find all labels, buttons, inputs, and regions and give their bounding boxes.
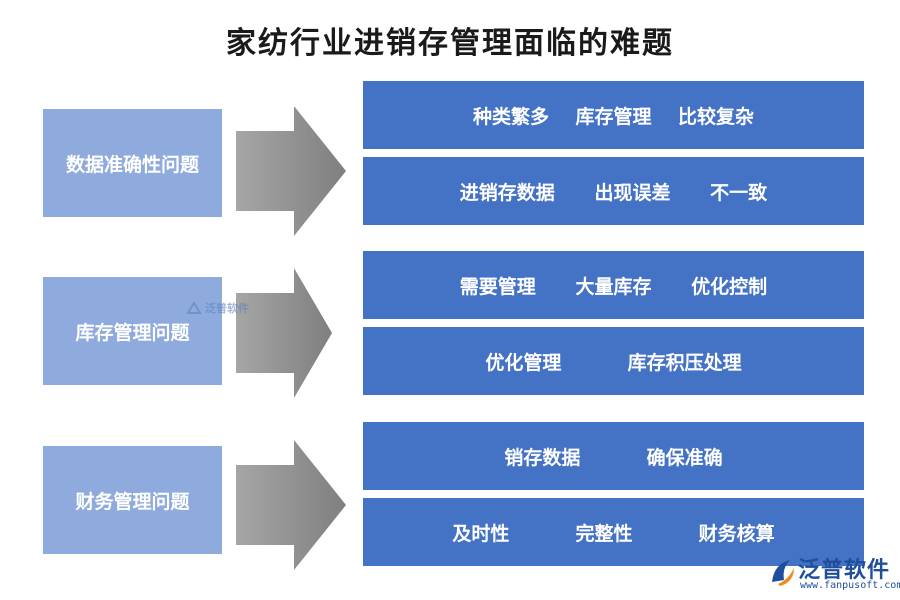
issue-box: 进销存数据 出现误差 不一致	[363, 157, 864, 225]
arrow-icon	[236, 440, 346, 570]
issue-text: 需要管理 大量库存 优化控制	[459, 275, 768, 298]
issue-box: 种类繁多 库存管理 比较复杂	[363, 81, 864, 149]
category-data-accuracy: 数据准确性问题	[43, 109, 222, 217]
issue-text: 种类繁多 库存管理 比较复杂	[473, 105, 754, 128]
watermark-text: 泛普软件	[205, 302, 249, 315]
issue-text: 进销存数据 出现误差 不一致	[459, 181, 768, 204]
issue-text: 及时性 完整性 财务核算	[452, 522, 775, 545]
logo-url: www.fanpusoft.com	[800, 580, 900, 591]
diagram-title: 家纺行业进销存管理面临的难题	[226, 26, 674, 61]
issue-box: 需要管理 大量库存 优化控制	[363, 251, 864, 319]
issue-box: 优化管理 库存积压处理	[363, 327, 864, 395]
logo-icon	[772, 560, 794, 586]
issue-text: 销存数据 确保准确	[504, 446, 723, 469]
watermark-small: 泛普软件	[186, 300, 249, 316]
logo-name: 泛普软件	[798, 558, 891, 583]
category-inventory: 库存管理问题	[43, 277, 222, 385]
arrow-icon	[236, 106, 346, 236]
issue-text: 优化管理 库存积压处理	[485, 351, 742, 374]
issue-box: 销存数据 确保准确	[363, 422, 864, 490]
logo-icon	[186, 301, 202, 314]
issue-box: 及时性 完整性 财务核算	[363, 498, 864, 566]
arrow-icon	[236, 268, 332, 398]
brand-logo: 泛普软件 www.fanpusoft.com	[768, 552, 900, 598]
category-finance: 财务管理问题	[43, 446, 222, 554]
